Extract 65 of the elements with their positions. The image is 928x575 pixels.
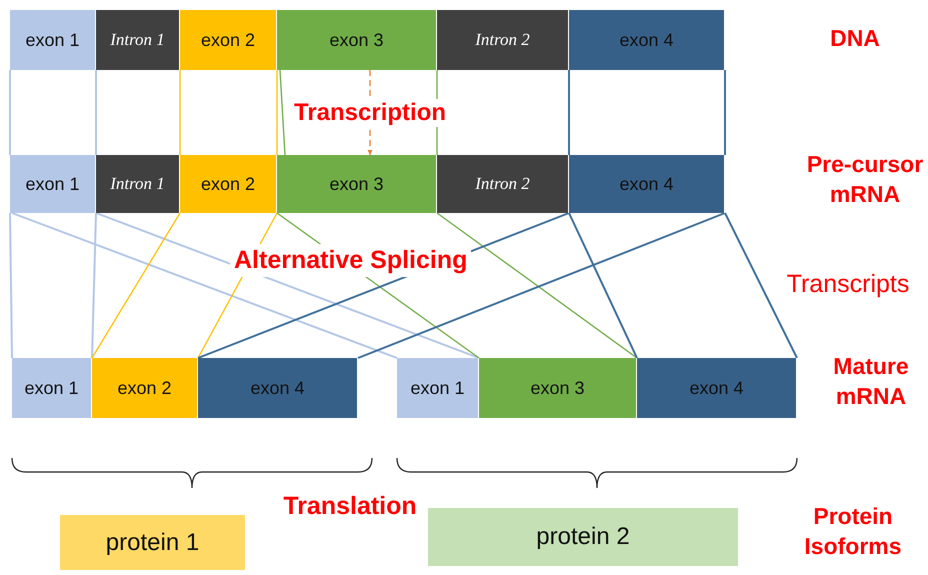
arrow <box>367 70 373 155</box>
segment-label: exon 2 <box>200 30 256 50</box>
segment-label: exon 1 <box>24 378 79 398</box>
exon-segment <box>180 155 277 213</box>
segment-label: Intron 1 <box>110 30 165 50</box>
stage-label: Alternative Splicing <box>230 244 472 276</box>
connector-line <box>279 70 286 156</box>
protein-box <box>60 515 245 570</box>
exon-segment <box>479 358 637 418</box>
stage-label: Translation <box>282 491 418 522</box>
segment-label: Intron 2 <box>475 30 530 50</box>
segment-label: exon 3 <box>530 378 585 398</box>
exon-segment <box>10 10 96 70</box>
segment-label: exon 2 <box>200 174 256 194</box>
segment-label: exon 1 <box>25 174 80 194</box>
exon-segment <box>92 358 198 418</box>
connector-line <box>91 212 181 358</box>
exon-segment <box>277 10 437 70</box>
segment-label: Intron 1 <box>110 174 165 194</box>
segment-label: exon 3 <box>329 174 384 194</box>
exon-segment <box>198 358 358 418</box>
segment-label: exon 3 <box>329 30 384 50</box>
connector-line <box>179 70 181 155</box>
stage-label: Pre-cursor mRNA <box>806 150 924 209</box>
protein-name: protein 2 <box>536 523 630 551</box>
exon-segment <box>12 358 92 418</box>
stage-label: Transcripts <box>786 269 910 300</box>
connector-line <box>724 70 726 155</box>
segment-label: exon 4 <box>619 174 674 194</box>
intron-segment <box>96 155 180 213</box>
segment-label: exon 1 <box>25 30 80 50</box>
segment-label: Intron 2 <box>475 174 530 194</box>
stage-label: Mature mRNA <box>832 352 910 411</box>
exon-segment <box>180 10 277 70</box>
segment-label: exon 2 <box>117 378 172 398</box>
connector-line <box>9 70 11 155</box>
connector-line <box>9 212 13 358</box>
segment-label: exon 4 <box>250 378 305 398</box>
exon-segment <box>569 10 725 70</box>
exon-segment <box>10 155 96 213</box>
intron-segment <box>437 155 569 213</box>
connector-line <box>95 70 97 155</box>
segment-label: exon 4 <box>619 30 674 50</box>
segment-label: exon 4 <box>689 378 744 398</box>
connector-line <box>96 212 480 359</box>
exon-segment <box>397 358 479 418</box>
protein-box <box>428 508 738 566</box>
connector-line <box>724 212 798 358</box>
exon-segment <box>569 155 725 213</box>
stage-label: Protein Isoforms <box>803 502 903 561</box>
protein-name: protein 1 <box>106 528 200 556</box>
connector-line <box>568 212 638 358</box>
exon-segment <box>637 358 797 418</box>
intron-segment <box>437 10 569 70</box>
connector-line <box>436 212 638 359</box>
intron-segment <box>96 10 180 70</box>
segment-label: exon 1 <box>410 378 465 398</box>
connector-line <box>568 70 570 155</box>
connector-line <box>358 212 726 359</box>
connector-line <box>12 212 398 359</box>
stage-label: DNA <box>829 24 881 53</box>
connector-line <box>276 70 278 155</box>
connector-line <box>91 212 97 358</box>
exon-segment <box>277 155 437 213</box>
connector-line <box>436 70 438 155</box>
